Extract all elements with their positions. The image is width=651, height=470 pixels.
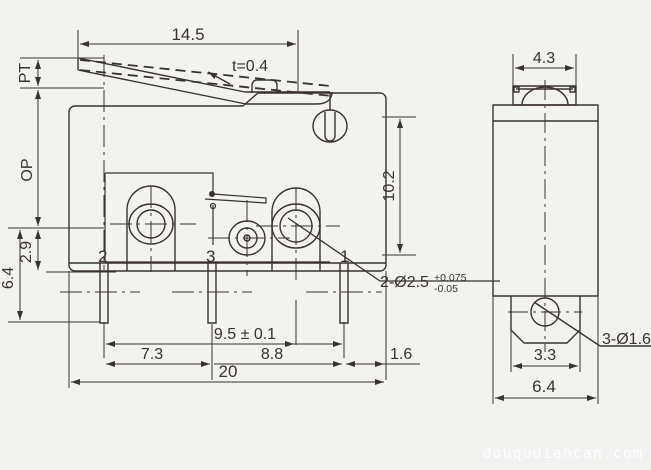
dimension-6-4-label: 6.4 (0, 267, 17, 289)
dimension-side-6-4-label: 6.4 (532, 377, 556, 396)
switch-body-outline (68, 79, 387, 272)
contact-blade (204, 193, 267, 204)
lever-arm-actuated-position (79, 59, 333, 97)
mount-hole-callout: 2-Ø2.5 (380, 274, 429, 291)
dimension-pin-heights (8, 227, 116, 323)
pin-1 (339, 263, 349, 324)
lever-arm-bottom (77, 69, 316, 105)
terminal-2-label: 2 (98, 247, 107, 266)
dimension-7-3-label: 7.3 (141, 346, 163, 363)
dimension-side-overall-width (492, 296, 599, 404)
body-profile (68, 92, 387, 272)
plunger-boss (251, 79, 278, 93)
lever-tip-ring (312, 109, 348, 143)
dimension-1-6-label: 1.6 (390, 346, 412, 363)
terminal-pins (99, 263, 349, 324)
blade-pivot-dot (209, 191, 215, 197)
mount-hole-leader (287, 217, 500, 282)
dimension-lever-length (77, 30, 299, 92)
op-label: OP (19, 158, 36, 181)
terminal-3-label: 3 (206, 247, 215, 266)
dimension-side-tab-width (510, 330, 581, 372)
dimension-side-top-width (512, 54, 577, 88)
lever-arm-bend (315, 91, 333, 105)
watermark: douqudiancan.com (482, 444, 643, 462)
dimension-lever-length-label: 14.5 (171, 25, 204, 44)
lever-tip-slot (324, 112, 336, 142)
dimension-3-3-label: 3.3 (534, 347, 556, 364)
dimension-overall-width (68, 271, 384, 388)
inner-top-wall (105, 172, 214, 194)
lever-arm-top (77, 57, 330, 93)
mount-hole-tolerance-lower: -0.05 (434, 283, 458, 295)
dimension-body-height (382, 116, 416, 256)
dimension-4-3-label: 4.3 (533, 50, 555, 67)
pin-3 (207, 263, 217, 324)
pt-label: PT (17, 63, 34, 84)
dimension-2-9-label: 2.9 (18, 241, 35, 263)
internal-mechanism (104, 172, 330, 263)
side-terminal-tab (510, 296, 581, 344)
side-hole-leader-start (533, 301, 601, 347)
mount-hole-tolerance-upper: +0.075 (434, 272, 467, 284)
centerlines-front (60, 55, 382, 293)
dimension-pin-span (103, 271, 387, 380)
centerlines-side (508, 80, 582, 352)
thickness-leader (207, 71, 231, 85)
dimension-9-5-label: 9.5 ± 0.1 (214, 326, 276, 343)
side-plunger-notch-left (513, 86, 520, 93)
thickness-label: t=0.4 (232, 58, 268, 75)
dimension-20-label: 20 (219, 362, 238, 381)
side-plunger-notch-right (569, 86, 576, 93)
terminal-1-label: 1 (340, 247, 349, 266)
front-view-outline (77, 57, 348, 143)
dimension-10-2-label: 10.2 (381, 170, 398, 201)
spring-anchor (209, 202, 217, 210)
terminal-lugs (126, 185, 321, 271)
dimension-8-8-label: 8.8 (261, 346, 283, 363)
side-view-outline (492, 85, 651, 347)
terminal-hole-callout: 3-Ø1.6 (602, 331, 651, 348)
